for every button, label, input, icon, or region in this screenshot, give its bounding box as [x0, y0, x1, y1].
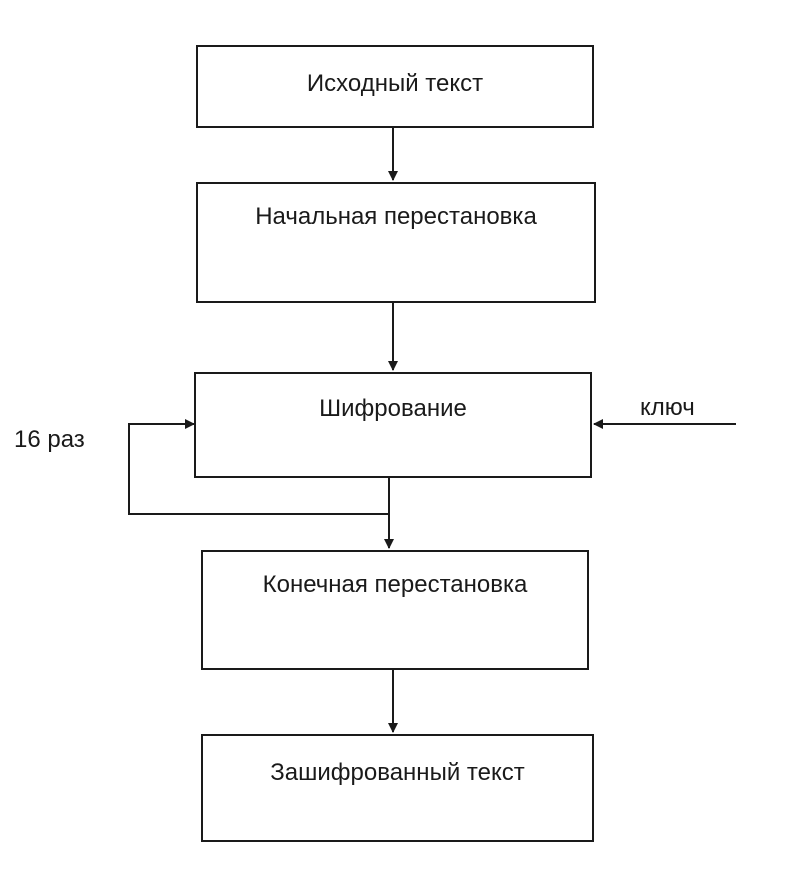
node-final-permutation: Конечная перестановка: [201, 550, 589, 670]
node-initial-permutation-label: Начальная перестановка: [255, 203, 537, 230]
node-ciphertext-label: Зашифрованный текст: [270, 759, 525, 786]
node-source-text-label: Исходный текст: [306, 70, 484, 97]
loop-arrow-16-rounds: [128, 419, 389, 515]
key-label: ключ: [640, 394, 695, 421]
node-final-permutation-label: Конечная перестановка: [262, 571, 528, 598]
node-encryption-label: Шифрование: [319, 395, 467, 422]
node-initial-permutation: Начальная перестановка: [196, 182, 596, 303]
node-encryption: Шифрование: [194, 372, 592, 478]
loop-count-label: 16 раз: [14, 426, 85, 453]
node-ciphertext: Зашифрованный текст: [201, 734, 594, 842]
node-source-text: Исходный текст: [196, 45, 594, 128]
